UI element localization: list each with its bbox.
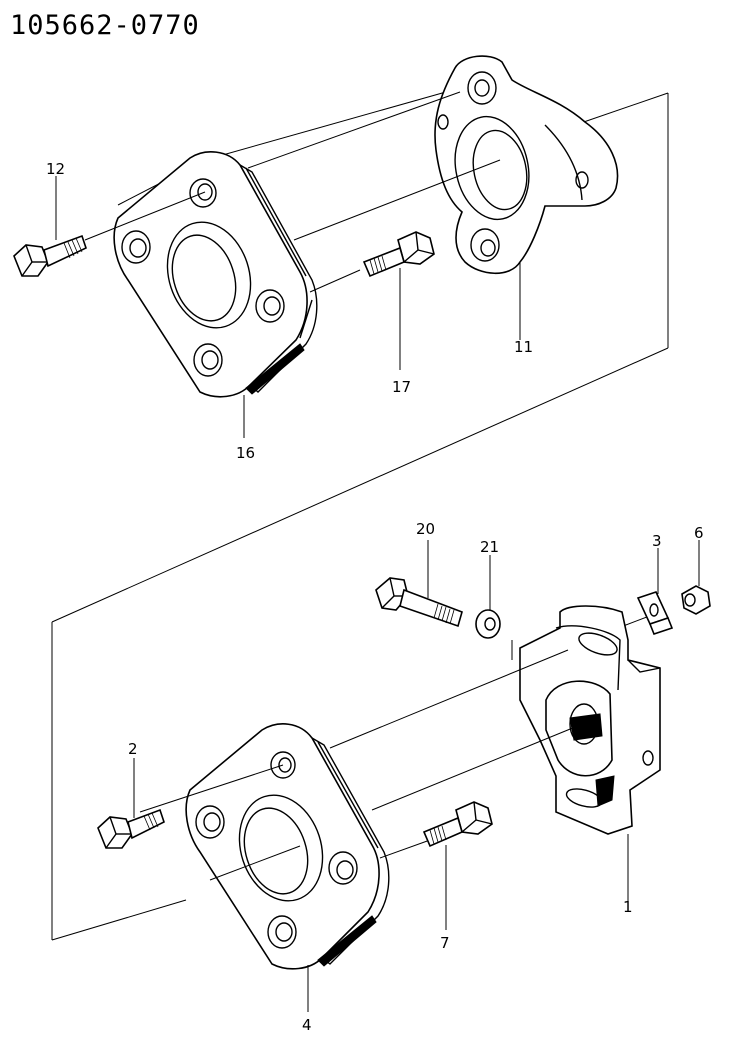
callout-21: 21 [480,538,499,556]
bolt-part-20 [375,540,463,628]
upper-assembly-frame [51,87,669,623]
diagram-part-number: 105662-0770 [10,10,200,41]
callout-17: 17 [392,378,411,396]
callout-1: 1 [623,898,633,916]
callout-4: 4 [302,1016,312,1034]
stud-bolt-part-17 [362,231,435,370]
stud-bolt-part-7 [422,801,493,930]
bracket-part-1 [519,605,661,910]
callout-12: 12 [46,160,65,178]
flange-housing-part-11 [434,55,619,340]
upper-alignment-lines [84,91,501,293]
callout-7: 7 [440,934,450,952]
callout-20: 20 [416,520,435,538]
spacer-plate-part-16 [113,151,318,438]
callout-6: 6 [694,524,704,542]
spacer-plate-part-4 [185,723,390,1012]
callout-11: 11 [514,338,533,356]
bolt-part-2 [97,758,165,849]
spacer-block-part-3 [636,548,674,635]
nut-part-6 [681,540,711,615]
callout-16: 16 [236,444,255,462]
bolt-part-12 [13,176,87,277]
callout-2: 2 [128,740,138,758]
washer-part-21 [475,555,501,639]
lower-alignment-lines [139,649,581,881]
callout-3: 3 [652,532,662,550]
